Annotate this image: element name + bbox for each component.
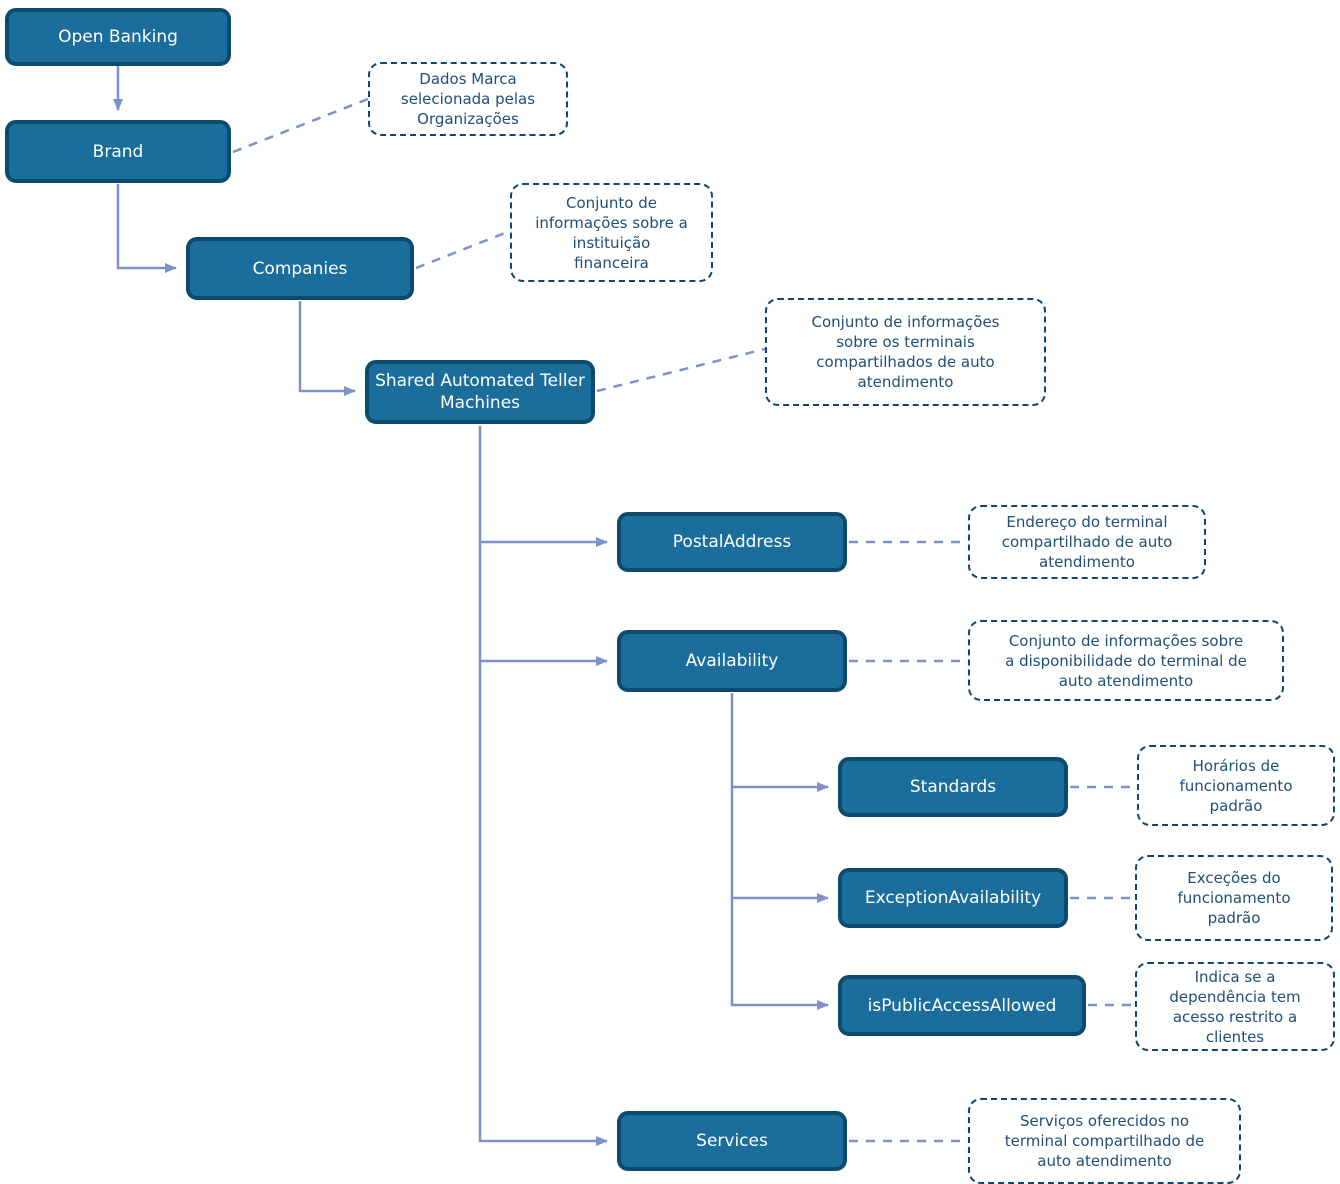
connector-brand-companies	[116, 184, 177, 273]
annotation-text: Serviços oferecidos no terminal comparti…	[1004, 1112, 1205, 1170]
annotation-exception-availability: Exceções do funcionamento padrão	[1135, 855, 1333, 941]
node-label: Standards	[909, 777, 997, 797]
node-exception-availability: ExceptionAvailability	[838, 868, 1068, 928]
node-brand: Brand	[5, 120, 231, 183]
node-postal-address: PostalAddress	[617, 512, 847, 572]
annotation-text: Conjunto de informações sobre a disponib…	[1005, 631, 1247, 690]
annotation-text: Dados Marca selecionada pelas Organizaçõ…	[400, 70, 536, 128]
annotation-brand: Dados Marca selecionada pelas Organizaçõ…	[368, 62, 568, 136]
annotation-availability: Conjunto de informações sobre a disponib…	[968, 620, 1284, 701]
connector-satm-services	[478, 426, 608, 1146]
note-link-companies	[415, 229, 511, 270]
annotation-companies: Conjunto de informações sobre a institui…	[510, 183, 713, 282]
connector-companies-satm	[298, 301, 356, 396]
node-label: ExceptionAvailability	[864, 888, 1042, 908]
node-label: PostalAddress	[672, 532, 792, 552]
node-services: Services	[617, 1111, 847, 1171]
annotation-text: Conjunto de informações sobre os termina…	[811, 313, 1000, 391]
connector-availability-ispublicaccessallowed	[730, 693, 829, 1010]
note-link-brand	[232, 97, 369, 154]
node-label: Shared Automated Teller Machines	[375, 371, 585, 413]
node-label: Brand	[92, 141, 144, 162]
annotation-postal-address: Endereço do terminal compartilhado de au…	[968, 505, 1206, 579]
annotation-standards: Horários de funcionamento padrão	[1137, 745, 1335, 826]
annotation-text: Horários de funcionamento padrão	[1179, 756, 1293, 815]
node-label: isPublicAccessAllowed	[867, 995, 1057, 1016]
node-standards: Standards	[838, 757, 1068, 817]
annotation-text: Endereço do terminal compartilhado de au…	[1001, 513, 1173, 571]
node-availability: Availability	[617, 630, 847, 692]
node-label: Open Banking	[58, 27, 178, 47]
node-is-public-access-allowed: isPublicAccessAllowed	[838, 975, 1086, 1036]
node-shared-automated-teller-machines: Shared Automated Teller Machines	[365, 360, 595, 424]
annotation-is-public-access-allowed: Indica se a dependência tem acesso restr…	[1135, 962, 1335, 1051]
node-companies: Companies	[186, 237, 414, 300]
node-label: Availability	[685, 651, 779, 671]
note-link-satm	[596, 347, 766, 393]
annotation-text: Conjunto de informações sobre a institui…	[535, 193, 688, 272]
annotation-shared-automated-teller-machines: Conjunto de informações sobre os termina…	[765, 298, 1046, 406]
annotation-services: Serviços oferecidos no terminal comparti…	[968, 1098, 1241, 1184]
annotation-text: Exceções do funcionamento padrão	[1177, 869, 1291, 927]
node-open-banking: Open Banking	[5, 8, 231, 66]
annotation-text: Indica se a dependência tem acesso restr…	[1169, 967, 1301, 1046]
node-label: Companies	[252, 258, 348, 279]
node-label: Services	[696, 1131, 768, 1151]
